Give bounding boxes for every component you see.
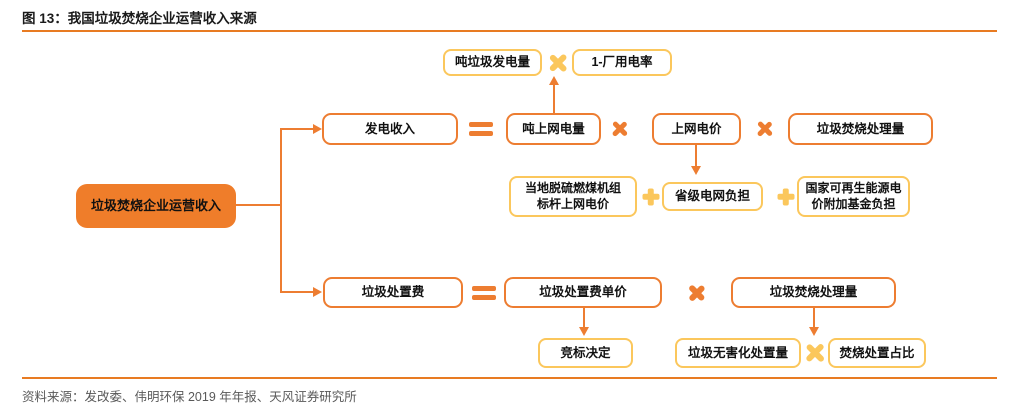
arrowhead-down-icon <box>691 166 701 175</box>
multiply-icon <box>756 120 773 137</box>
node-incineration-volume-2: 垃圾焚烧处理量 <box>731 277 896 308</box>
arrowhead-down-icon <box>809 327 819 336</box>
node-bidding-decision: 竞标决定 <box>538 338 633 368</box>
arrowhead-up-icon <box>549 76 559 85</box>
node-grid-price: 上网电价 <box>652 113 741 145</box>
connector-to-disposal-fee <box>281 291 315 293</box>
node-disposal-unit-price: 垃圾处置费单价 <box>504 277 662 308</box>
node-national-renewable-fund: 国家可再生能源电 价附加基金负担 <box>797 176 910 217</box>
equals-icon <box>472 286 496 300</box>
multiply-icon <box>548 53 567 72</box>
node-ton-grid-power: 吨上网电量 <box>506 113 601 145</box>
figure-title: 图 13：我国垃圾焚烧企业运营收入来源 <box>22 11 257 26</box>
node-power-revenue: 发电收入 <box>322 113 458 145</box>
connector-volume-down <box>813 308 815 328</box>
node-incineration-volume: 垃圾焚烧处理量 <box>788 113 933 145</box>
node-incineration-share: 焚烧处置占比 <box>828 338 926 368</box>
connector-grid-price-down <box>695 145 697 167</box>
source-note: 资料来源：发改委、伟明环保 2019 年年报、天风证券研究所 <box>22 390 357 404</box>
node-disposal-fee: 垃圾处置费 <box>323 277 463 308</box>
connector-ton-grid-power-up <box>553 83 555 113</box>
arrowhead-disposal-fee-icon <box>313 287 322 297</box>
multiply-icon <box>805 343 825 363</box>
equals-icon <box>469 122 493 136</box>
source-divider <box>22 377 997 379</box>
connector-to-power-revenue <box>281 128 315 130</box>
arrowhead-power-revenue-icon <box>313 124 322 134</box>
node-benchmark-price: 当地脱硫燃煤机组 标杆上网电价 <box>509 176 637 217</box>
node-provincial-grid-burden: 省级电网负担 <box>662 182 763 211</box>
node-one-minus-plant-use-rate: 1-厂用电率 <box>572 49 672 76</box>
connector-root-horizontal <box>236 204 281 206</box>
plus-icon <box>642 188 659 205</box>
connector-branch-vertical <box>280 128 282 293</box>
node-ton-waste-power: 吨垃圾发电量 <box>443 49 542 76</box>
node-harmless-disposal-volume: 垃圾无害化处置量 <box>675 338 801 368</box>
multiply-icon <box>611 120 628 137</box>
arrowhead-down-icon <box>579 327 589 336</box>
multiply-icon <box>688 284 706 302</box>
node-root-operating-revenue: 垃圾焚烧企业运营收入 <box>76 184 236 228</box>
title-divider <box>22 30 997 32</box>
connector-unit-price-down <box>583 308 585 328</box>
plus-icon <box>777 188 794 205</box>
